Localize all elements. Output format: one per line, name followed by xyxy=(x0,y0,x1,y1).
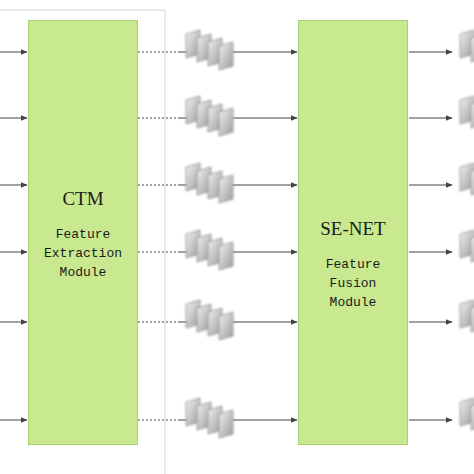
extraction-module: CTM Feature Extraction Module xyxy=(28,20,138,445)
module-role: Feature Fusion Module xyxy=(307,256,399,313)
module-role: Feature Extraction Module xyxy=(37,226,129,283)
module-name: CTM xyxy=(62,189,103,210)
input-arrows xyxy=(0,52,27,420)
module-name: SE-NET xyxy=(320,219,385,240)
fusion-module: SE-NET Feature Fusion Module xyxy=(298,20,408,445)
group-frame xyxy=(0,10,165,474)
output-arrows xyxy=(409,52,452,420)
